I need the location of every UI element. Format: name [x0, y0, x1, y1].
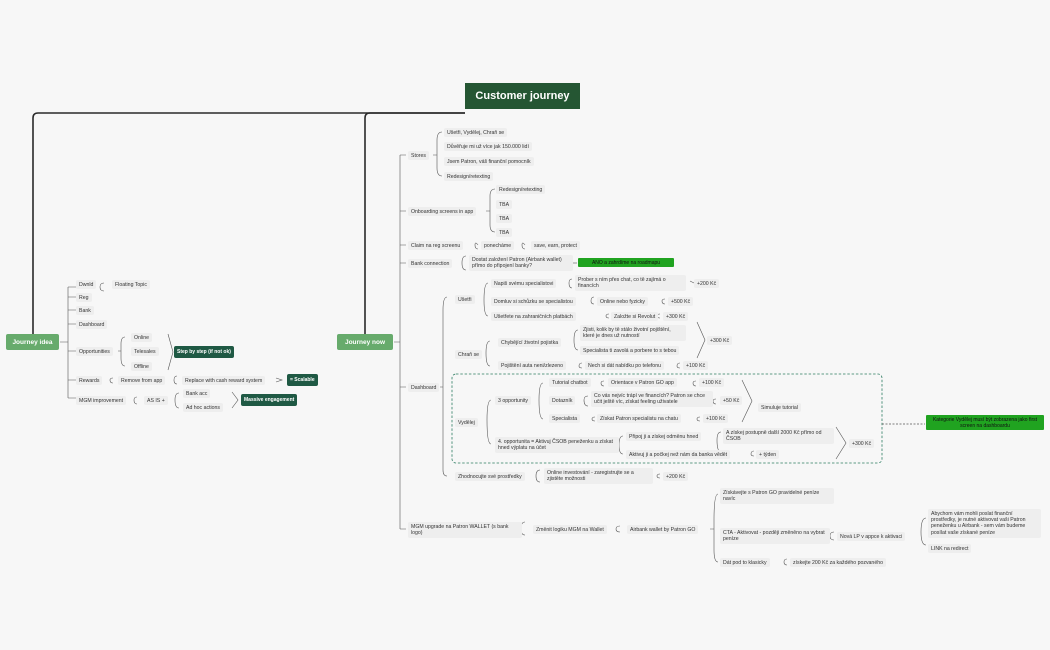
mgm-ziskavejte[interactable]: Získávejte s Patron GO pravidelné peníze… [720, 488, 834, 504]
vydelej-aktivuj[interactable]: Aktivuj ji a počkej než nám da banka věd… [626, 450, 731, 460]
usetri-200[interactable]: +200 Kč [694, 279, 720, 289]
now-stores[interactable]: Stores [408, 151, 429, 161]
vydelej-4-opp[interactable]: 4. opportunita = Aktivuj ČSOB peneženku … [495, 437, 619, 453]
usetri-500[interactable]: +500 Kč [668, 297, 694, 307]
usetri-usetrete[interactable]: Ušetřete na zahraničních platbách [491, 312, 576, 322]
dashboard-chran[interactable]: Chraň se [455, 350, 483, 360]
now-onboarding[interactable]: Onboarding screens in app [408, 207, 477, 217]
idea-rewards[interactable]: Rewards [76, 376, 103, 386]
dashboard-zhodnocuj[interactable]: Zhodnocujte své prostředky [455, 472, 525, 482]
vydelej-tutorial[interactable]: Tutorial chatbot [549, 378, 591, 388]
idea-dwnld[interactable]: Dwnld [76, 280, 97, 290]
vydelej-co-vas[interactable]: Co vás nejvíc trápí ve financích? Patron… [591, 391, 713, 407]
idea-replace-cash[interactable]: Replace with cash reward system [182, 376, 266, 386]
vydelej-100a[interactable]: +100 Kč [699, 378, 725, 388]
vydelej-pripoj[interactable]: Připoj ji a získej odměnu hned [626, 432, 702, 442]
vydelej-100b[interactable]: +100 Kč [703, 414, 729, 424]
idea-massive-engagement[interactable]: Massive engagement [241, 394, 298, 406]
stores-item-1[interactable]: Ušetři, Vydělej, Chraň se [444, 128, 508, 138]
usetri-napis[interactable]: Napiš svému specialistovi [491, 279, 557, 289]
chran-pojisteni[interactable]: Pojištění auta neni/zlezeno [498, 361, 567, 371]
usetri-300[interactable]: +300 Kč [663, 312, 689, 322]
idea-as-is[interactable]: AS IS + [144, 396, 168, 406]
chran-specialista-zavola[interactable]: Specialista ti zavolá a porbere to s teb… [580, 346, 680, 356]
vydelej-300[interactable]: +300 Kč [849, 439, 875, 449]
idea-bank[interactable]: Bank [76, 306, 94, 316]
usetri-domluv[interactable]: Domluv si schůzku se specialistou [491, 297, 576, 307]
mgm-abychom[interactable]: Abychom vám mohli poslat finanční prostř… [928, 509, 1041, 538]
bank-dostat[interactable]: Dostat založení Patron (Airbank wallet) … [469, 255, 573, 271]
idea-online[interactable]: Online [131, 333, 152, 343]
chran-chybejici[interactable]: Chybějící životní pojistka [498, 338, 562, 348]
usetri-online-fyz[interactable]: Online nebo fyzicky [597, 297, 648, 307]
vydelej-ziskat-spec[interactable]: Získat Patron specialistu na chatu [597, 414, 681, 424]
idea-telesales[interactable]: Telesales [131, 347, 159, 357]
idea-remove-from-app[interactable]: Remove from app [118, 376, 166, 386]
stores-item-3[interactable]: Jsem Patron, váš finanční pomocník [444, 157, 534, 167]
idea-step-by-step[interactable]: Step by step (if not ok) [174, 346, 234, 358]
idea-mgm-improvement[interactable]: MGM improvement [76, 396, 127, 406]
onboarding-item-4[interactable]: TBA [496, 228, 513, 238]
idea-scalable[interactable]: = Scalable [287, 374, 318, 386]
bank-ano-badge[interactable]: ANO a zahrdíme na roadmapu [578, 258, 674, 267]
idea-dashboard[interactable]: Dashboard [76, 320, 108, 330]
now-claim[interactable]: Claim na reg screenu [408, 241, 464, 251]
chran-100[interactable]: +100 Kč [683, 361, 709, 371]
claim-save-earn[interactable]: save, earn, protect [531, 241, 580, 251]
now-dashboard[interactable]: Dashboard [408, 383, 440, 393]
mgm-dat-pod[interactable]: Dát pod to klasicky [720, 558, 770, 568]
idea-opportunities[interactable]: Opportunities [76, 347, 113, 357]
idea-offline[interactable]: Offline [131, 362, 152, 372]
journey-now-node[interactable]: Journey now [337, 334, 393, 350]
zhodnocuj-online-inv[interactable]: Online investování - zaregistrujte se a … [544, 468, 653, 484]
idea-floating-topic[interactable]: Floating Topic [112, 280, 150, 290]
mgm-zmenit[interactable]: Změnit logiku MGM na Wallet [533, 525, 607, 535]
vydelej-simuluje[interactable]: Simuluje tutorial [758, 403, 801, 413]
usetri-zalozte[interactable]: Založte si Revolut [611, 312, 659, 322]
stores-item-4[interactable]: Redesign/retexting [444, 172, 494, 182]
idea-bank-acc[interactable]: Bank acc [183, 389, 211, 399]
onboarding-item-2[interactable]: TBA [496, 200, 513, 210]
chran-nech[interactable]: Nech si dát nabídku po telefonu [585, 361, 664, 371]
mgm-airbank-wallet[interactable]: Airbank wallet by Patron GO [627, 525, 699, 535]
dashboard-usetri[interactable]: Ušetři [455, 295, 475, 305]
mgm-cta[interactable]: CTA - Aktivovat - později změněno na vyb… [720, 528, 830, 544]
vydelej-specialista[interactable]: Specialista [549, 414, 581, 424]
vydelej-dotaznik[interactable]: Dotazník [549, 396, 576, 406]
vydelej-orientace[interactable]: Orientace v Patron GO app [608, 378, 677, 388]
claim-ponechame[interactable]: ponecháme [481, 241, 515, 251]
onboarding-item-3[interactable]: TBA [496, 214, 513, 224]
vydelej-tyden[interactable]: + týden [756, 450, 780, 460]
root-node-customer-journey[interactable]: Customer journey [465, 83, 580, 109]
zhodnocuj-200[interactable]: +200 Kč [663, 472, 689, 482]
journey-idea-node[interactable]: Journey idea [6, 334, 59, 350]
idea-reg[interactable]: Reg [76, 293, 92, 303]
chran-300[interactable]: +300 Kč [707, 336, 733, 346]
mgm-link[interactable]: LINK na redirect [928, 544, 972, 554]
chran-zjisti[interactable]: Zjisti, kolik by tě stálo životní pojišt… [580, 325, 686, 341]
mgm-ziskejte-200[interactable]: získejte 200 Kč za každého pozvaného [790, 558, 886, 568]
dashboard-vydelej[interactable]: Vydělej [455, 418, 478, 428]
onboarding-item-1[interactable]: Redesign/retexting [496, 185, 546, 195]
vydelej-50[interactable]: +50 Kč [720, 396, 743, 406]
stores-item-2[interactable]: Důvěřuje mi už více jak 150.000 lidí [444, 142, 532, 152]
vydelej-kategorie-note[interactable]: Kategorie Vydělej musí být zobrazena jak… [926, 415, 1044, 430]
usetri-prober[interactable]: Prober s ním přes chat, co tě zajímá o f… [575, 275, 686, 291]
now-bank-connection[interactable]: Bank connection [408, 259, 453, 269]
now-mgm-upgrade[interactable]: MGM upgrade na Patron WALLET (s bank log… [408, 522, 522, 538]
idea-ad-hoc[interactable]: Ad hoc actions [183, 403, 224, 413]
mgm-nova-lp[interactable]: Nová LP v appce k aktivaci [837, 532, 906, 542]
vydelej-3-opp[interactable]: 3 opportunity [495, 396, 531, 406]
vydelej-a-ziskej[interactable]: A získej postupně další 2000 Kč přímo od… [723, 428, 834, 444]
